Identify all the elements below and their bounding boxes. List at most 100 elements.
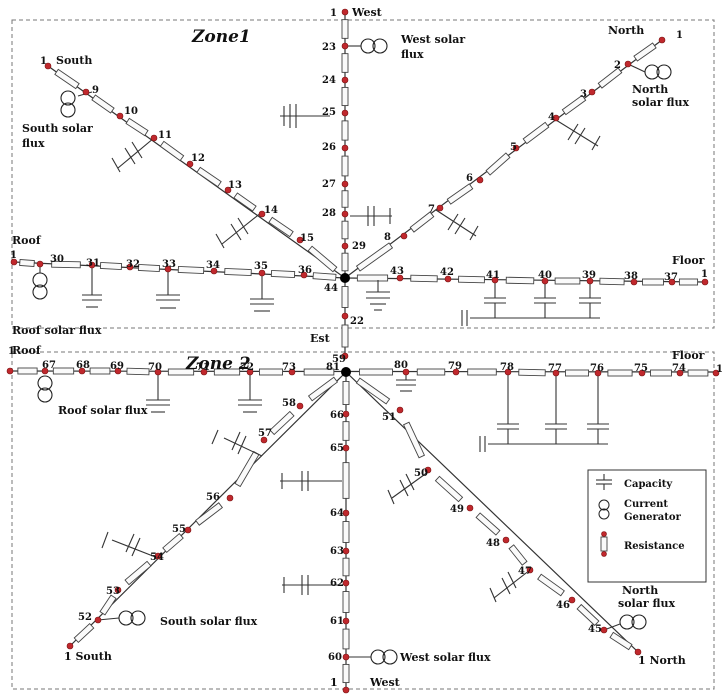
resistor <box>341 53 349 73</box>
resistor <box>561 94 587 116</box>
network-node <box>466 504 474 512</box>
node-label: 2 <box>614 60 621 71</box>
capacitor-31 <box>82 265 102 308</box>
resistor <box>341 19 349 39</box>
network-node <box>114 367 122 375</box>
network-node <box>676 369 684 377</box>
capacitor-28 <box>350 206 392 226</box>
node-label: 30 <box>50 254 64 265</box>
resistor <box>234 450 260 488</box>
network-node <box>341 210 349 218</box>
network-node <box>634 648 642 656</box>
resistor <box>609 631 633 651</box>
node-label: 61 <box>330 616 344 627</box>
node-label: 70 <box>148 362 162 373</box>
resistor <box>434 475 464 503</box>
node-label: 28 <box>322 208 336 219</box>
network-node <box>184 526 192 534</box>
zone1-floor-cap-bus <box>461 310 600 326</box>
node-label: 60 <box>328 652 342 663</box>
node-label: 7 <box>428 204 435 215</box>
node-label: 1 <box>676 30 683 41</box>
node-label: 27 <box>322 179 336 190</box>
network-node <box>341 180 349 188</box>
resistor <box>650 369 672 377</box>
node-label: 77 <box>548 363 562 374</box>
network-node <box>246 368 254 376</box>
zone1-roof-solar-flux-label: Roof solar flux <box>12 324 102 337</box>
resistor <box>125 117 149 137</box>
current-generator-south-zone2 <box>97 610 146 626</box>
resistor <box>159 140 185 162</box>
capacitor-76 <box>587 373 609 444</box>
resistor <box>19 258 35 268</box>
network-node <box>491 276 499 284</box>
legend-current-generator-icon <box>598 499 610 520</box>
node-label: 13 <box>228 180 242 191</box>
node-label: 9 <box>92 85 99 96</box>
node-label: 1 <box>701 269 708 280</box>
zone2-floor-label: Floor <box>672 349 705 362</box>
resistor <box>52 367 75 375</box>
resistor <box>356 274 389 282</box>
resistor <box>341 86 349 107</box>
capacitor-14 <box>215 211 263 249</box>
zone2-south-branch-wire <box>69 371 347 647</box>
network-node <box>588 88 596 96</box>
node-label: 58 <box>282 398 296 409</box>
legend-box <box>587 469 707 583</box>
node-label: 39 <box>582 270 596 281</box>
current-generator-west-zone1 <box>345 38 388 54</box>
node-label: 6 <box>466 173 473 184</box>
capacitor-25 <box>280 104 330 128</box>
legend: Capacity Current Generator Resistance <box>587 469 707 583</box>
capacitor-57 <box>211 429 263 457</box>
resistor <box>91 94 115 114</box>
node-label: 22 <box>350 316 364 327</box>
resistor <box>17 367 38 375</box>
resistor <box>268 216 294 238</box>
current-generator-west-zone2 <box>346 649 398 665</box>
network-node <box>600 626 608 634</box>
network-node <box>341 8 349 16</box>
resistor <box>355 242 394 272</box>
node-label: 1 <box>716 364 723 375</box>
resistor <box>99 261 123 271</box>
network-node <box>258 269 266 277</box>
zone2-floor-cap-bus <box>479 436 608 452</box>
legend-resistance-label: Resistance <box>624 541 685 552</box>
node-label: 71 <box>196 362 210 373</box>
network-node <box>436 204 444 212</box>
network-node <box>210 267 218 275</box>
node-label: 26 <box>322 142 336 153</box>
network-node <box>164 265 172 273</box>
network-node <box>396 406 404 414</box>
network-node <box>154 552 162 560</box>
zone1-frame <box>11 19 715 329</box>
resistor <box>458 275 485 284</box>
network-node <box>526 566 534 574</box>
node-label: 32 <box>126 259 140 270</box>
node-label: 65 <box>330 443 344 454</box>
resistor <box>342 421 350 441</box>
network-node <box>114 586 122 594</box>
resistor <box>195 502 223 526</box>
node-label: 50 <box>414 468 428 479</box>
network-node <box>341 109 349 117</box>
zone2-north-end-label: 1 North <box>638 654 686 667</box>
network-node <box>296 402 304 410</box>
resistor <box>599 277 625 286</box>
zone1-south-solar-flux-line2: flux <box>22 137 45 150</box>
resistor <box>342 521 350 543</box>
resistor <box>341 220 349 240</box>
node-label: 68 <box>76 360 90 371</box>
legend-capacity-label: Capacity <box>624 479 673 490</box>
node-label: 66 <box>330 410 344 421</box>
resistor <box>475 512 501 536</box>
node-label: 1 <box>8 346 15 357</box>
capacitor-50 <box>387 471 429 505</box>
network-node <box>258 210 266 218</box>
network-node <box>701 278 709 286</box>
node-label: 15 <box>300 233 314 244</box>
